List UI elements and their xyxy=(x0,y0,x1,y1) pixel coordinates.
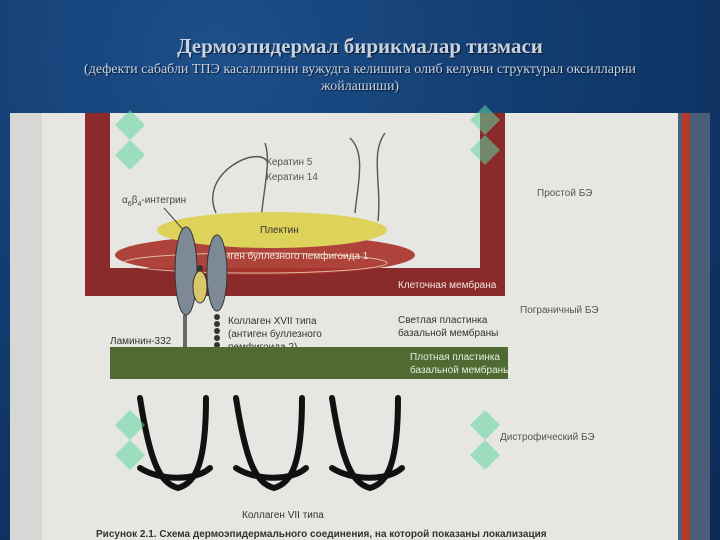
cell-membrane-label: Клеточная мембрана xyxy=(398,279,497,291)
integrin-yellow-domain xyxy=(192,270,208,304)
soff-logo-watermark xyxy=(455,105,515,165)
paper-sheet xyxy=(10,113,710,540)
dystrophic-eb-label: Дистрофический БЭ xyxy=(500,431,595,443)
page-margin xyxy=(10,113,42,540)
lamina-densa-label-2: базальной мембраны xyxy=(410,364,510,376)
soff-logo-watermark xyxy=(100,110,160,170)
simple-eb-label: Простой БЭ xyxy=(537,188,592,199)
soff-logo-watermark xyxy=(455,410,515,470)
cell-membrane xyxy=(85,113,505,296)
soff-logo-watermark xyxy=(100,410,160,470)
integrin-alpha6 xyxy=(174,226,198,316)
slide-subtitle: (дефекти сабабли ТПЭ касаллигини вужудга… xyxy=(84,62,636,94)
laminin-label: Ламинин-332 xyxy=(110,336,172,347)
book-spine xyxy=(682,113,690,540)
collagen17-label-1: Коллаген XVII типа xyxy=(228,316,317,327)
integrin-knob xyxy=(197,265,203,271)
integrin-label: α6β4-интегрин xyxy=(122,195,186,208)
bp-antigen1-outline xyxy=(122,252,388,274)
slide-title: Дермоэпидермал бирикмалар тизмаси xyxy=(177,34,543,58)
lamina-densa xyxy=(110,347,508,379)
lamina-lucida-label-1: Светлая пластинка xyxy=(398,315,488,326)
lamina-lucida-label-2: базальной мембраны xyxy=(398,327,498,339)
diagram-photo: Кератин 5 Кератин 14 Клеточная мембрана … xyxy=(10,113,710,540)
lamina-densa-label-1: Плотная пластинка xyxy=(410,352,500,363)
keratin14-label: Кератин 14 xyxy=(266,172,318,183)
figure-caption: Рисунок 2.1. Схема дермоэпидермального с… xyxy=(96,529,547,540)
keratin5-label: Кератин 5 xyxy=(266,157,313,168)
junctional-eb-label: Пограничный БЭ xyxy=(520,305,599,316)
plectin-label: Плектин xyxy=(260,225,299,236)
integrin-beta4 xyxy=(206,234,228,312)
dej-diagram: Кератин 5 Кератин 14 Клеточная мембрана … xyxy=(10,113,710,540)
bp-antigen1-label: Антиген буллезного пемфигоида 1 xyxy=(208,250,369,262)
collagen17-label-2: (антиген буллезного xyxy=(228,328,322,340)
collagen7-fibrils xyxy=(137,395,405,492)
collagen7-label: Коллаген VII типа xyxy=(242,510,324,521)
